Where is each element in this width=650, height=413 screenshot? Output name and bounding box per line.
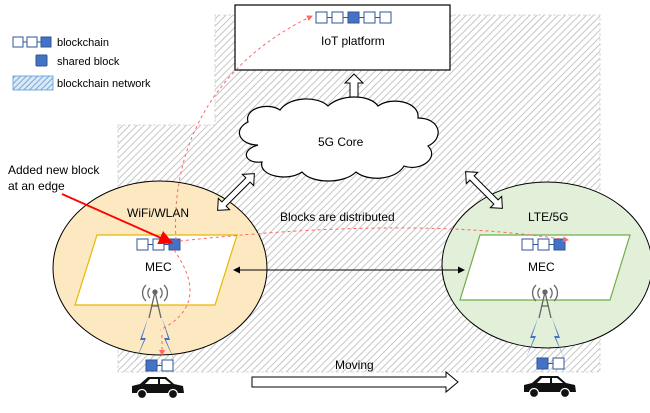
left-antenna-icon [141,284,169,319]
legend-network-icon [12,75,54,91]
right-car-blockchain-icon [536,357,565,370]
left-car-icon [132,377,184,400]
block-distribution-paths [159,15,569,356]
core-lte-link-arrow [465,171,503,209]
legend-shared-block-icon [35,54,48,67]
iot-platform-box: IoT platform [234,4,451,71]
new-block-label-line2: at an edge [8,179,65,193]
iot-blockchain-icon [315,11,392,24]
mec-right-blockchain-icon [521,238,566,251]
new-block-label-line1: Added new block [8,163,100,177]
legend-shared-block-label: shared block [57,56,120,68]
new-block-pointer-arrow [61,193,174,245]
mec-left-label: MEC [145,260,172,274]
left-car-blockchain-icon [145,359,174,372]
legend-network-label: blockchain network [57,78,151,90]
iot-platform-label: IoT platform [321,34,385,48]
blocks-distributed-label: Blocks are distributed [280,210,395,224]
wifi-label: WiFi/WLAN [127,206,189,220]
core-cloud: 5G Core [238,96,439,182]
moving-label: Moving [335,358,374,372]
moving-arrow [251,370,459,394]
right-antenna-icon [531,284,559,319]
legend-blockchain-label: blockchain [57,37,109,49]
mec-left-blockchain-icon [136,238,181,251]
lte-label: LTE/5G [528,210,568,224]
legend: blockchain shared block blockchain netwo… [12,36,151,91]
core-wifi-link-arrow [217,173,255,211]
mec-left-box: MEC [74,234,238,306]
core-label: 5G Core [318,135,364,149]
mec-right-box: MEC [459,234,631,301]
left-radio-link-icon [135,318,175,362]
right-radio-link-icon [526,318,564,358]
right-car-icon [524,376,576,399]
legend-blockchain-icon [12,36,52,48]
mec-right-label: MEC [528,260,555,274]
